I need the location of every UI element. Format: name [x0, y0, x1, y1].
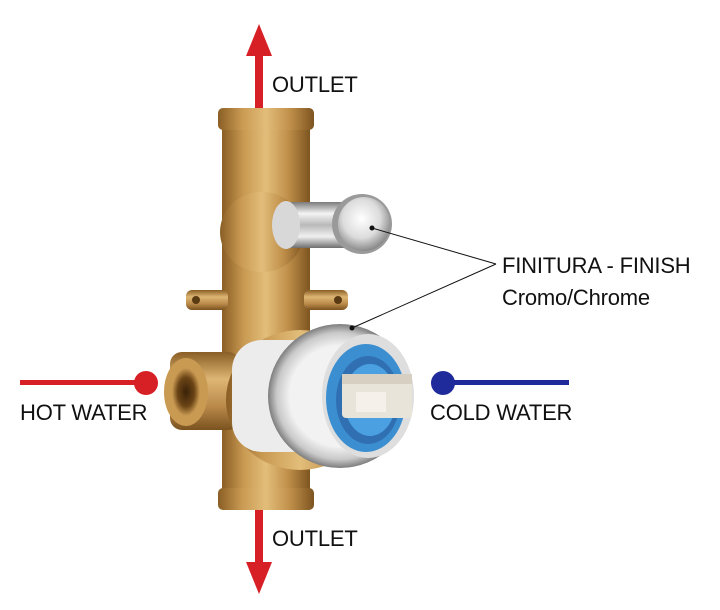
hot-water-line [20, 371, 158, 395]
cartridge-trim [232, 324, 414, 468]
finish-leader-lines [349, 225, 497, 331]
hot-water-label: HOT WATER [20, 400, 148, 425]
finish-title-label: FINITURA - FINISH [502, 253, 691, 278]
outlet-top-label: OUTLET [272, 72, 358, 97]
outlet-bottom-arrow [246, 510, 272, 594]
diverter-knob [272, 194, 392, 254]
outlet-top-arrow [246, 24, 272, 108]
cold-water-line [431, 371, 569, 395]
finish-value-label: Cromo/Chrome [502, 285, 650, 310]
cold-water-label: COLD WATER [430, 400, 573, 425]
outlet-bottom-label: OUTLET [272, 526, 358, 551]
